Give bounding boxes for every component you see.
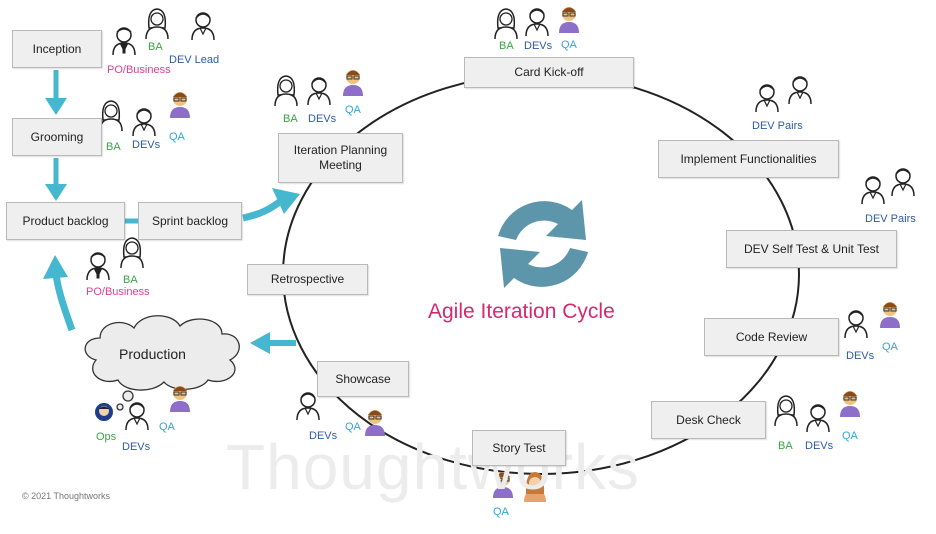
- dev-person-icon: [844, 310, 868, 339]
- grooming-box: Grooming: [12, 118, 102, 156]
- card-kickoff-box: Card Kick-off: [464, 57, 634, 88]
- ba-person-icon: [120, 237, 144, 269]
- role-label-ba: BA: [123, 274, 138, 286]
- diagram-title: Agile Iteration Cycle: [428, 300, 615, 323]
- role-label-dev-lead: DEV Lead: [169, 54, 220, 66]
- role-label-qa: QA: [345, 104, 361, 116]
- role-label-devs: DEVs: [524, 40, 553, 52]
- role-label-dev-pairs: DEV Pairs: [865, 213, 916, 225]
- dev-person-icon: [125, 402, 149, 431]
- arrow-cycle-to-production: [250, 332, 296, 354]
- dev-pair-person-icon: [861, 176, 885, 205]
- po-business-person-icon: [86, 252, 110, 281]
- dev-person-icon: [132, 108, 156, 137]
- role-label-qa: QA: [882, 341, 898, 353]
- sprint-backlog-box: Sprint backlog: [138, 202, 242, 240]
- showcase-box: Showcase: [317, 361, 409, 397]
- implement-functionalities-box: Implement Functionalities: [658, 140, 839, 178]
- code-review-box: Code Review: [704, 318, 839, 356]
- role-label-devs: DEVs: [309, 430, 338, 442]
- dev-person-icon: [525, 8, 549, 37]
- role-label-po-business: PO/Business: [86, 286, 150, 298]
- role-label-ba: BA: [778, 440, 793, 452]
- dev-lead-person-icon: [191, 12, 215, 41]
- ba-person-icon: [494, 8, 518, 40]
- role-label-devs: DEVs: [122, 441, 151, 453]
- role-label-dev-pairs: DEV Pairs: [752, 120, 803, 132]
- retrospective-box: Retrospective: [247, 264, 368, 295]
- role-label-qa: QA: [493, 506, 509, 518]
- role-label-qa: QA: [345, 421, 361, 433]
- story-test-box: Story Test: [472, 430, 566, 466]
- dev-pair-person-icon: [891, 168, 915, 197]
- role-label-qa: QA: [169, 131, 185, 143]
- role-label-devs: DEVs: [805, 440, 834, 452]
- po-business-person-icon: [112, 27, 136, 56]
- qa-person-icon: [558, 6, 580, 34]
- role-label-qa: QA: [842, 430, 858, 442]
- role-label-ba: BA: [148, 41, 163, 53]
- production-label: Production: [119, 346, 186, 362]
- ba-person-icon: [774, 395, 798, 427]
- dev-self-test-box: DEV Self Test & Unit Test: [726, 230, 897, 268]
- cycle-icon: [498, 200, 588, 288]
- role-label-qa: QA: [159, 421, 175, 433]
- ops-person-icon: [95, 403, 113, 421]
- role-label-devs: DEVs: [308, 113, 337, 125]
- product-backlog-box: Product backlog: [6, 202, 125, 240]
- role-label-ops: Ops: [96, 431, 117, 443]
- arrow-grooming-to-product-backlog: [45, 158, 67, 201]
- role-label-ba: BA: [106, 141, 121, 153]
- watermark: Thoughtworks: [226, 431, 640, 503]
- qa-person-icon: [342, 69, 364, 97]
- inception-box: Inception: [12, 30, 102, 68]
- role-label-devs: DEVs: [846, 350, 875, 362]
- desk-check-box: Desk Check: [651, 401, 766, 439]
- ba-person-icon: [274, 75, 298, 107]
- iteration-planning-box: Iteration Planning Meeting: [278, 133, 403, 183]
- role-label-po-business: PO/Business: [107, 64, 171, 76]
- qa-person-icon: [879, 301, 901, 329]
- copyright-notice: © 2021 Thoughtworks: [22, 491, 111, 501]
- role-label-ba: BA: [499, 40, 514, 52]
- role-label-qa: QA: [561, 39, 577, 51]
- dev-pair-person-icon: [788, 76, 812, 105]
- qa-person-icon: [839, 390, 861, 418]
- ba-person-icon: [145, 8, 169, 40]
- role-label-devs: DEVs: [132, 139, 161, 151]
- production-cloud: [84, 315, 240, 411]
- qa-person-icon: [169, 91, 191, 119]
- arrow-production-to-product-backlog: [43, 255, 76, 332]
- role-label-ba: BA: [283, 113, 298, 125]
- qa-person-icon: [169, 385, 191, 413]
- arrow-sprint-to-iteration-planning: [242, 188, 300, 222]
- ba-person-icon: [99, 100, 123, 132]
- dev-pair-person-icon: [755, 84, 779, 113]
- arrow-inception-to-grooming: [45, 70, 67, 115]
- dev-person-icon: [806, 404, 830, 433]
- dev-person-icon: [296, 392, 320, 421]
- dev-person-icon: [307, 77, 331, 106]
